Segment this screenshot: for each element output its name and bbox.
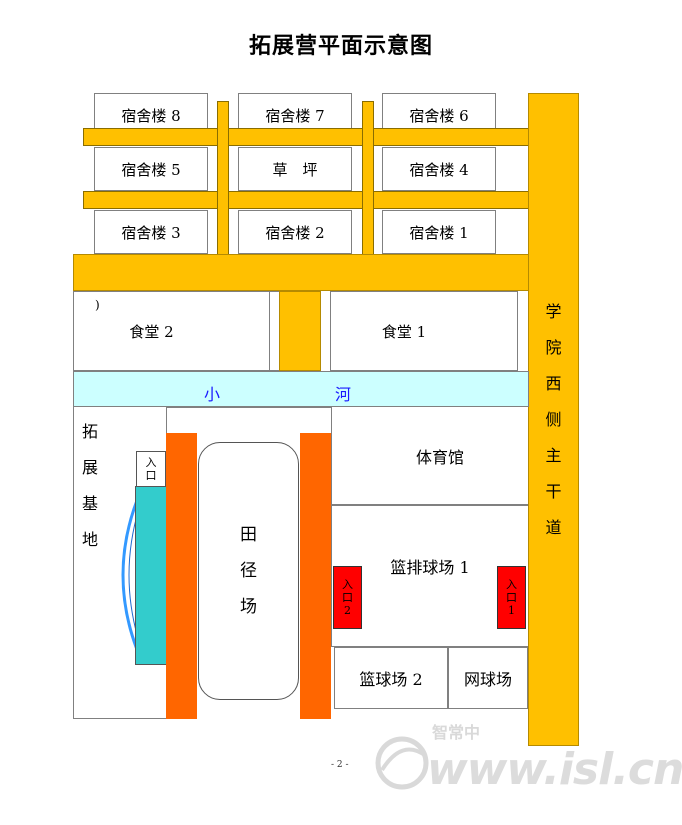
expansion-base-label: 拓 展 基 地 [80,414,100,558]
dorm-2: 宿舍楼 2 [238,210,352,254]
canteen-2: 食堂 2 [73,291,270,371]
lawn-label: 草 坪 [272,160,318,179]
main-road-char: 侧 [545,409,562,429]
dorm-1-label: 宿舍楼 1 [409,223,469,242]
volleyball-court-1: 篮排球场 1 [331,505,528,647]
track-field-char: 径 [240,561,257,581]
road-horizontal-1 [83,128,529,146]
entrance-small-char: 口 [145,469,157,482]
expansion-base-char: 基 [81,494,98,513]
tennis-court-label: 网球场 [463,670,512,689]
expansion-base-char: 地 [81,530,98,549]
dorm-4: 宿舍楼 4 [382,147,496,191]
river [73,371,529,407]
road-vertical-1 [217,101,229,272]
main-road-char: 院 [545,337,562,357]
entrance-2-char: 2 [344,604,351,617]
road-canteen-passage [279,291,321,371]
road-wide [73,254,529,291]
dorm-8-label: 宿舍楼 8 [121,106,181,125]
dorm-3: 宿舍楼 3 [94,210,208,254]
page-number: - 2 - [331,760,349,770]
main-road-char: 道 [545,517,562,537]
entrance-1-char: 1 [508,604,515,617]
expansion-base-char: 拓 [81,422,98,441]
watermark-logo: 智常中 www.isl.cn [372,718,682,798]
west-main-road: 学 院 西 侧 主 干 道 [528,93,579,746]
main-road-char: 干 [545,481,562,501]
dorm-6-label: 宿舍楼 6 [409,106,469,125]
lawn: 草 坪 [238,147,352,191]
dorm-1: 宿舍楼 1 [382,210,496,254]
main-road-char: 主 [545,445,562,465]
dorm-5-label: 宿舍楼 5 [121,160,181,179]
entrance-2-char: 入 [342,578,353,591]
expansion-base-char: 展 [81,458,98,477]
entrance-1-char: 入 [506,578,517,591]
watermark-text: www.isl.cn [427,744,682,795]
entrance-2-char: 口 [342,591,353,604]
track-field: 田 径 场 [198,442,299,700]
cyan-block [135,486,167,665]
orange-strip-left [166,433,197,719]
dorm-2-label: 宿舍楼 2 [265,223,325,242]
entrance-small: 入 口 [136,451,166,487]
gym: 体育馆 [331,407,528,505]
river-label-left: 小 [204,385,221,404]
dorm-4-label: 宿舍楼 4 [409,160,469,179]
entrance-2: 入 口 2 [333,566,362,629]
dorm-3-label: 宿舍楼 3 [121,223,181,242]
volleyball-court-1-label: 篮排球场 1 [390,558,470,577]
tennis-court: 网球场 [448,647,528,709]
gap [270,291,280,371]
main-road-char: 西 [545,373,562,393]
gym-label: 体育馆 [415,447,464,467]
basketball-court-2: 篮球场 2 [334,647,448,709]
svg-text:智常中: 智常中 [432,723,480,742]
canteen-1: 食堂 1 [330,291,518,371]
road-vertical-2 [362,101,374,272]
canteen-2-label: 食堂 2 [129,322,174,341]
entrance-small-char: 入 [145,456,157,469]
canteen-1-label: 食堂 1 [381,322,427,341]
track-field-char: 田 [240,525,257,545]
entrance-1-char: 口 [506,591,517,604]
track-area [167,407,331,719]
entrance-1: 入 口 1 [497,566,526,629]
dorm-7-label: 宿舍楼 7 [265,106,325,125]
main-road-char: 学 [545,301,562,321]
river-label-right: 河 [335,385,352,404]
canteen-mark: ) [95,298,100,312]
watermark-icon: 智常中 [375,723,480,790]
track-field-char: 场 [240,597,257,617]
page-title: 拓展营平面示意图 [248,34,433,59]
basketball-court-2-label: 篮球场 2 [359,670,423,689]
road-horizontal-2 [83,191,529,209]
dorm-5: 宿舍楼 5 [94,147,208,191]
orange-strip-right [300,433,331,719]
